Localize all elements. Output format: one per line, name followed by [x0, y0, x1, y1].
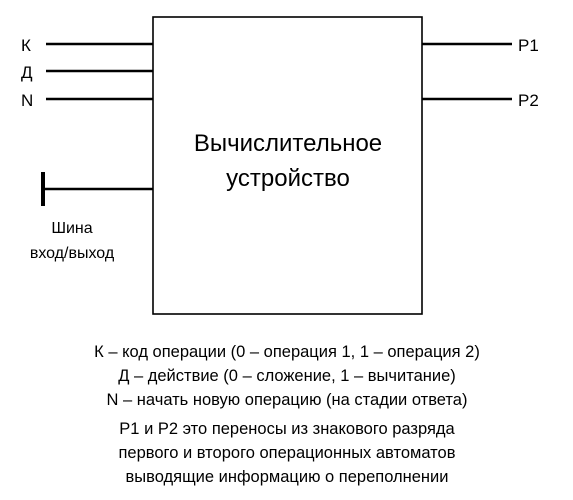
bus-label-line2: вход/выход — [30, 245, 115, 262]
legend-line-2: Д – действие (0 – сложение, 1 – вычитани… — [118, 367, 456, 385]
input-label-d: Д — [21, 63, 33, 82]
block-title-line2: устройство — [226, 165, 350, 192]
output-label-p2: P2 — [518, 91, 539, 110]
computing-unit-block — [152, 16, 423, 315]
legend-line-6: выводящие информацию о переполнении — [126, 468, 449, 486]
legend-line-4: Р1 и Р2 это переносы из знакового разряд… — [119, 420, 455, 438]
input-label-n: N — [21, 91, 33, 110]
output-label-p1: P1 — [518, 36, 539, 55]
bus-label-line1: Шина — [51, 220, 92, 237]
input-label-k: К — [21, 36, 31, 55]
block-title-line1: Вычислительное — [194, 130, 382, 157]
legend-line-3: N – начать новую операцию (на стадии отв… — [107, 391, 468, 409]
legend-line-5: первого и второго операционных автоматов — [119, 444, 456, 462]
legend-line-1: К – код операции (0 – операция 1, 1 – оп… — [94, 343, 480, 361]
